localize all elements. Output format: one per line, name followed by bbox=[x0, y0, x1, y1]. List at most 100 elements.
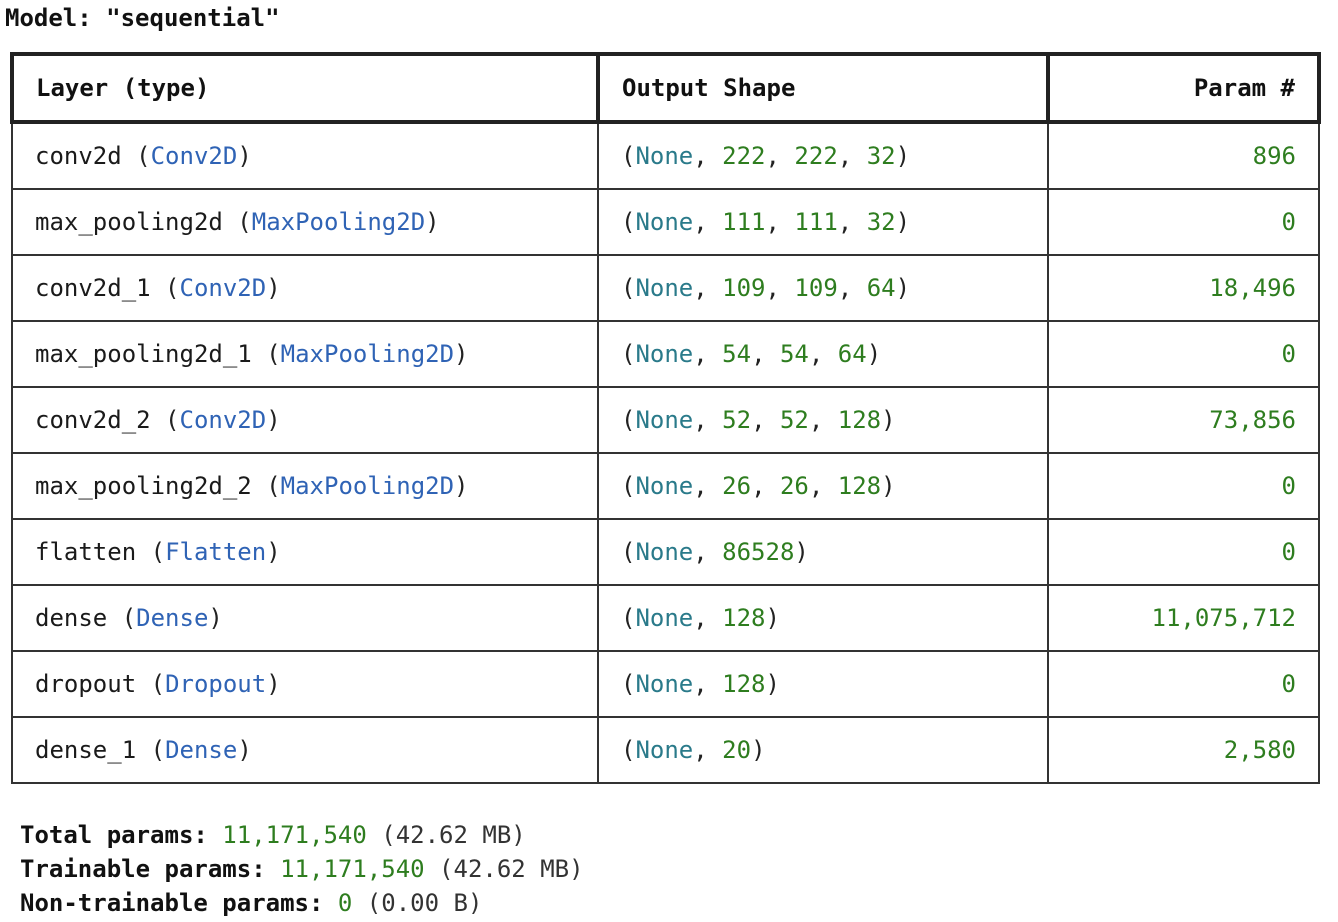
shape-dim: 64 bbox=[837, 340, 867, 368]
comma: , bbox=[693, 472, 723, 500]
batch-dim-none: None bbox=[635, 604, 694, 632]
comma: , bbox=[693, 538, 723, 566]
layer-name: conv2d_1 bbox=[35, 274, 151, 302]
output-shape-cell: (None, 26, 26, 128) bbox=[597, 452, 1049, 520]
comma: , bbox=[693, 274, 723, 302]
comma: , bbox=[693, 604, 723, 632]
comma: , bbox=[693, 406, 723, 434]
comma: , bbox=[765, 208, 795, 236]
table-row: dense (Dense)(None, 128)11,075,712 bbox=[11, 584, 1320, 652]
batch-dim-none: None bbox=[635, 670, 694, 698]
paren-close: ) bbox=[454, 472, 469, 500]
output-shape-cell: (None, 20) bbox=[597, 716, 1049, 784]
header-output-shape: Output Shape bbox=[596, 52, 1050, 124]
comma: , bbox=[765, 142, 795, 170]
comma: , bbox=[837, 208, 867, 236]
shape-dim: 86528 bbox=[722, 538, 795, 566]
non-trainable-params-size: (0.00 B) bbox=[366, 889, 483, 917]
shape-dim: 128 bbox=[837, 472, 882, 500]
comma: , bbox=[751, 340, 780, 368]
batch-dim-none: None bbox=[635, 142, 694, 170]
comma: , bbox=[693, 736, 723, 764]
shape-dim: 26 bbox=[722, 472, 752, 500]
layer-type-cell: conv2d_2 (Conv2D) bbox=[11, 386, 599, 454]
paren-close: ) bbox=[895, 274, 911, 302]
paren-close: ) bbox=[881, 406, 896, 434]
layer-name: conv2d_2 bbox=[35, 406, 151, 434]
shape-dim: 54 bbox=[779, 340, 809, 368]
comma: , bbox=[808, 340, 838, 368]
paren-close: ) bbox=[454, 340, 469, 368]
shape-dim: 20 bbox=[722, 736, 752, 764]
layer-type-cell: dense (Dense) bbox=[11, 584, 599, 652]
paren-open: ( bbox=[621, 670, 636, 698]
paren-close: ) bbox=[237, 142, 252, 170]
output-shape-cell: (None, 111, 111, 32) bbox=[597, 188, 1049, 256]
table-row: conv2d_1 (Conv2D)(None, 109, 109, 64)18,… bbox=[11, 254, 1320, 322]
total-params-label: Total params: bbox=[20, 821, 208, 849]
comma: , bbox=[808, 472, 838, 500]
batch-dim-none: None bbox=[635, 736, 694, 764]
layer-type-cell: max_pooling2d_1 (MaxPooling2D) bbox=[11, 320, 599, 388]
output-shape-cell: (None, 128) bbox=[597, 650, 1049, 718]
paren-close: ) bbox=[266, 538, 281, 566]
paren-close: ) bbox=[266, 406, 281, 434]
param-count-cell: 896 bbox=[1047, 121, 1320, 190]
comma: , bbox=[693, 208, 723, 236]
layer-type-cell: max_pooling2d (MaxPooling2D) bbox=[11, 188, 599, 256]
layer-class: Conv2D bbox=[179, 406, 267, 434]
shape-dim: 128 bbox=[722, 670, 766, 698]
layer-class: Conv2D bbox=[150, 142, 238, 170]
param-count-cell: 18,496 bbox=[1047, 254, 1320, 322]
batch-dim-none: None bbox=[635, 274, 694, 302]
shape-dim: 54 bbox=[722, 340, 752, 368]
comma: , bbox=[751, 472, 780, 500]
paren-open: ( bbox=[621, 538, 636, 566]
trainable-params-label: Trainable params: bbox=[20, 855, 266, 883]
batch-dim-none: None bbox=[635, 538, 694, 566]
batch-dim-none: None bbox=[635, 340, 694, 368]
paren-open: ( bbox=[621, 142, 636, 170]
shape-dim: 111 bbox=[794, 208, 838, 236]
layer-type-cell: conv2d_1 (Conv2D) bbox=[11, 254, 599, 322]
param-count-cell: 0 bbox=[1047, 452, 1320, 520]
paren-open: ( bbox=[251, 472, 281, 500]
trainable-params-size: (42.62 MB) bbox=[439, 855, 584, 883]
layer-type-cell: max_pooling2d_2 (MaxPooling2D) bbox=[11, 452, 599, 520]
paren-close: ) bbox=[765, 670, 780, 698]
layer-class: Conv2D bbox=[179, 274, 267, 302]
paren-close: ) bbox=[794, 538, 809, 566]
shape-dim: 128 bbox=[837, 406, 882, 434]
total-params-line: Total params: 11,171,540 (42.62 MB) bbox=[20, 818, 584, 852]
table-row: flatten (Flatten)(None, 86528)0 bbox=[11, 518, 1320, 586]
batch-dim-none: None bbox=[635, 208, 694, 236]
paren-open: ( bbox=[136, 538, 166, 566]
paren-open: ( bbox=[621, 340, 636, 368]
paren-open: ( bbox=[107, 604, 137, 632]
table-row: dropout (Dropout)(None, 128)0 bbox=[11, 650, 1320, 718]
layer-class: Flatten bbox=[165, 538, 267, 566]
layer-name: dense_1 bbox=[35, 736, 137, 764]
paren-close: ) bbox=[765, 604, 780, 632]
paren-close: ) bbox=[751, 736, 766, 764]
table-row: dense_1 (Dense)(None, 20)2,580 bbox=[11, 716, 1320, 784]
shape-dim: 222 bbox=[794, 142, 838, 170]
layer-class: Dense bbox=[165, 736, 238, 764]
paren-open: ( bbox=[621, 736, 636, 764]
layer-class: MaxPooling2D bbox=[280, 340, 455, 368]
shape-dim: 32 bbox=[866, 208, 896, 236]
table-header-row: Layer (type) Output Shape Param # bbox=[10, 52, 1321, 124]
trainable-params-line: Trainable params: 11,171,540 (42.62 MB) bbox=[20, 852, 584, 886]
paren-open: ( bbox=[150, 274, 180, 302]
param-totals: Total params: 11,171,540 (42.62 MB) Trai… bbox=[20, 818, 584, 920]
comma: , bbox=[693, 142, 723, 170]
output-shape-cell: (None, 128) bbox=[597, 584, 1049, 652]
layer-type-cell: flatten (Flatten) bbox=[11, 518, 599, 586]
shape-dim: 109 bbox=[794, 274, 838, 302]
batch-dim-none: None bbox=[635, 406, 694, 434]
param-count-cell: 2,580 bbox=[1047, 716, 1320, 784]
param-count-cell: 73,856 bbox=[1047, 386, 1320, 454]
comma: , bbox=[837, 274, 867, 302]
paren-open: ( bbox=[136, 736, 166, 764]
